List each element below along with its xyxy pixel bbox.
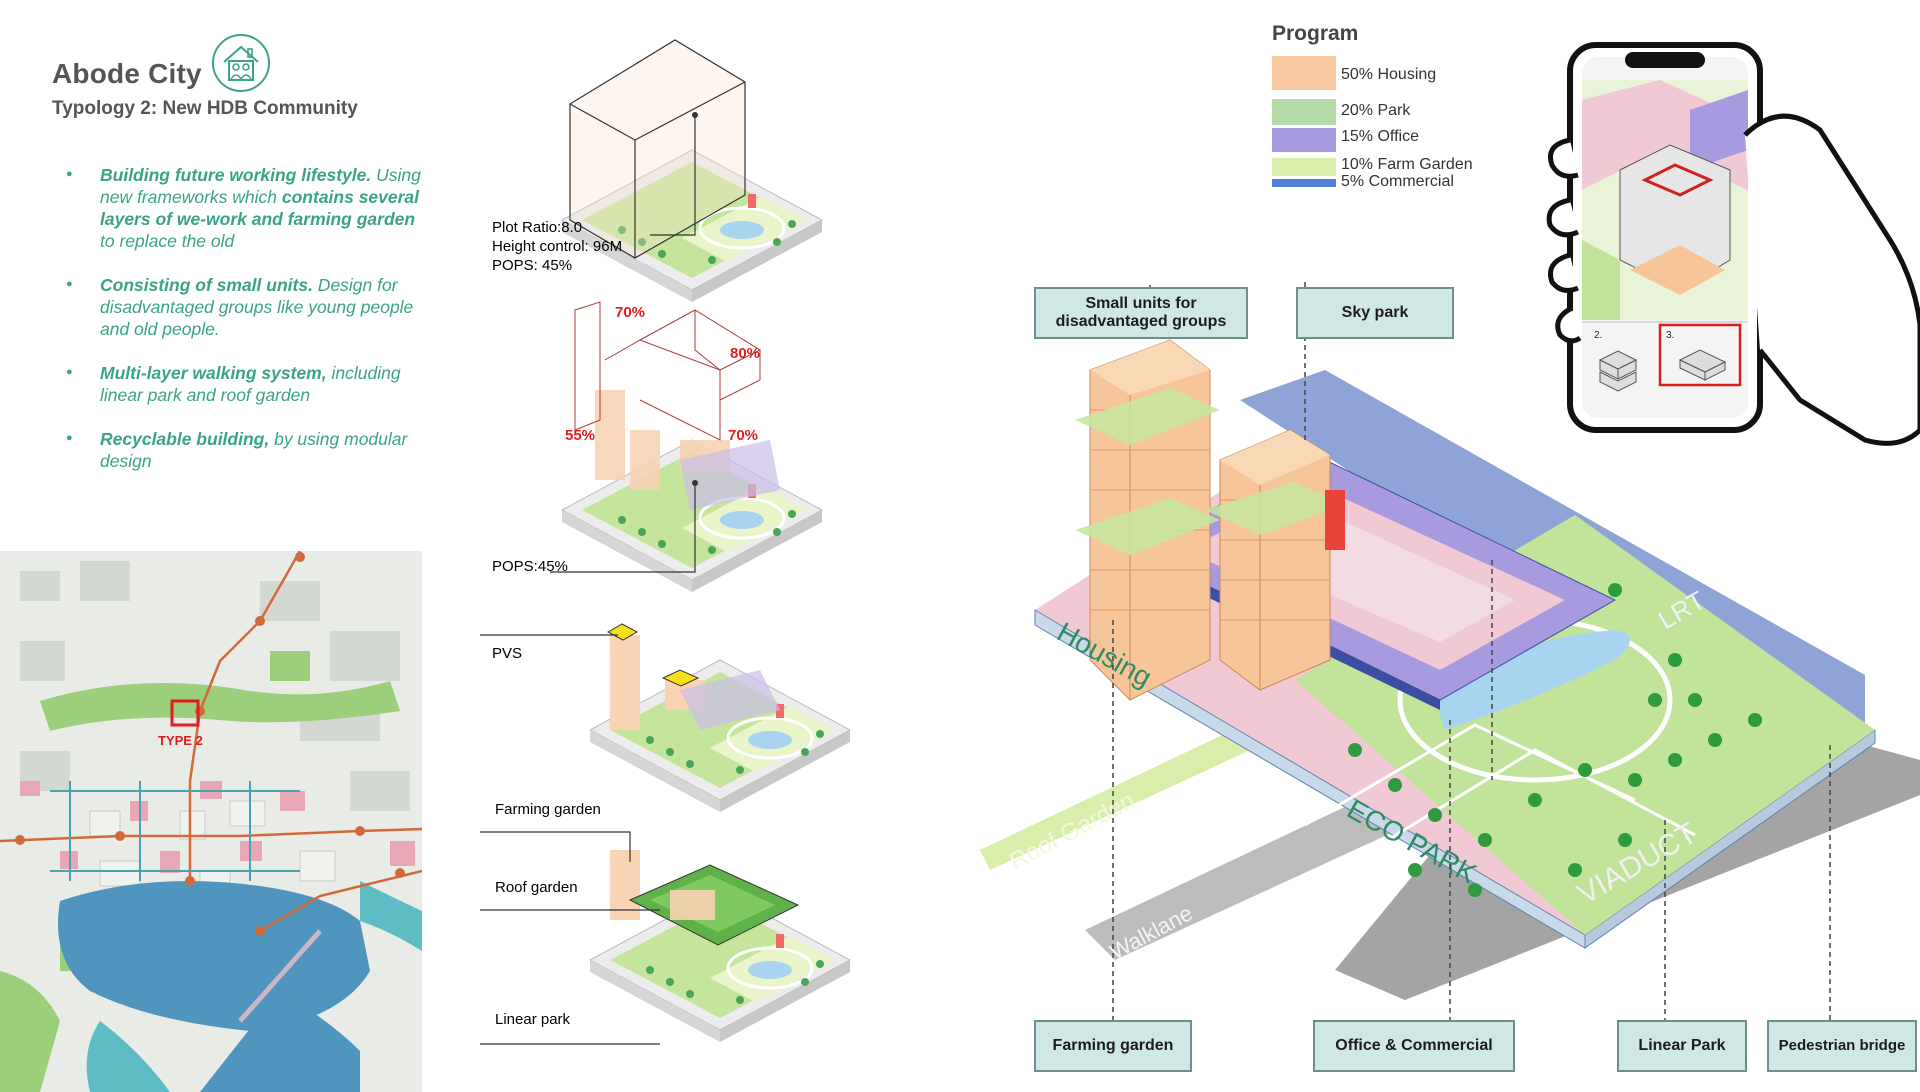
pops-label: POPS: 45% [492,257,572,274]
list-item: Multi-layer walking system, including li… [64,361,424,406]
callout-office-commercial: Office & Commercial [1313,1020,1515,1072]
legend-swatch-office [1272,128,1336,152]
plot-ratio-label: Plot Ratio:8.0 [492,219,582,236]
phone-ar-illustration: 2. 3. [1546,42,1920,446]
legend-swatch-farm-garden [1272,158,1336,176]
legend-swatch-commercial [1272,179,1336,187]
percent-label-b: 80% [730,345,760,362]
thumb-a-label: 2. [1594,330,1602,341]
legend-swatch-park [1272,99,1336,125]
legend-title: Program [1272,22,1359,45]
legend-swatch-housing [1272,56,1336,90]
page-subtitle: Typology 2: New HDB Community [52,98,358,119]
linear-park-label: Linear park [495,1011,571,1028]
roof-garden-label: Roof garden [495,879,578,896]
list-item: Consisting of small units. Design for di… [64,273,424,340]
legend-label-park: 20% Park [1341,102,1411,119]
site-label: TYPE 2 [158,733,203,748]
callout-small-units: Small units for disadvantaged groups [1034,287,1248,339]
list-item: Building future working lifestyle. Using… [64,163,424,252]
main-isometric-diagram: Housing ECO PARK LRT VIADUCT Roof Garden… [980,282,1920,1020]
thumb-b-label: 3. [1666,330,1674,341]
pops-label-2: POPS:45% [492,558,568,575]
callout-farming-garden: Farming garden [1034,1020,1192,1072]
pvs-label: PVS [492,645,522,662]
percent-label-d: 70% [728,427,758,444]
feature-list: Building future working lifestyle. Using… [64,163,424,494]
legend-label-farm-garden: 10% Farm Garden [1341,156,1473,173]
house-family-icon [212,34,270,92]
callout-pedestrian-bridge: Pedestrian bridge [1767,1020,1917,1072]
percent-label-c: 55% [565,427,595,444]
page-title: Abode City [52,58,202,89]
farming-garden-label: Farming garden [495,801,601,818]
legend-label-office: 15% Office [1341,128,1419,145]
callout-sky-park: Sky park [1296,287,1454,339]
list-item: Recyclable building, by using modular de… [64,427,424,472]
percent-label-a: 70% [615,304,645,321]
callout-linear-park: Linear Park [1617,1020,1747,1072]
site-map: TYPE 2 [0,551,422,1092]
legend-label-commercial: 5% Commercial [1341,173,1454,190]
height-control-label: Height control: 96M [492,238,622,255]
process-diagrams: Plot Ratio:8.0 Height control: 96M POPS:… [480,39,852,1045]
legend-label-housing: 50% Housing [1341,66,1437,83]
